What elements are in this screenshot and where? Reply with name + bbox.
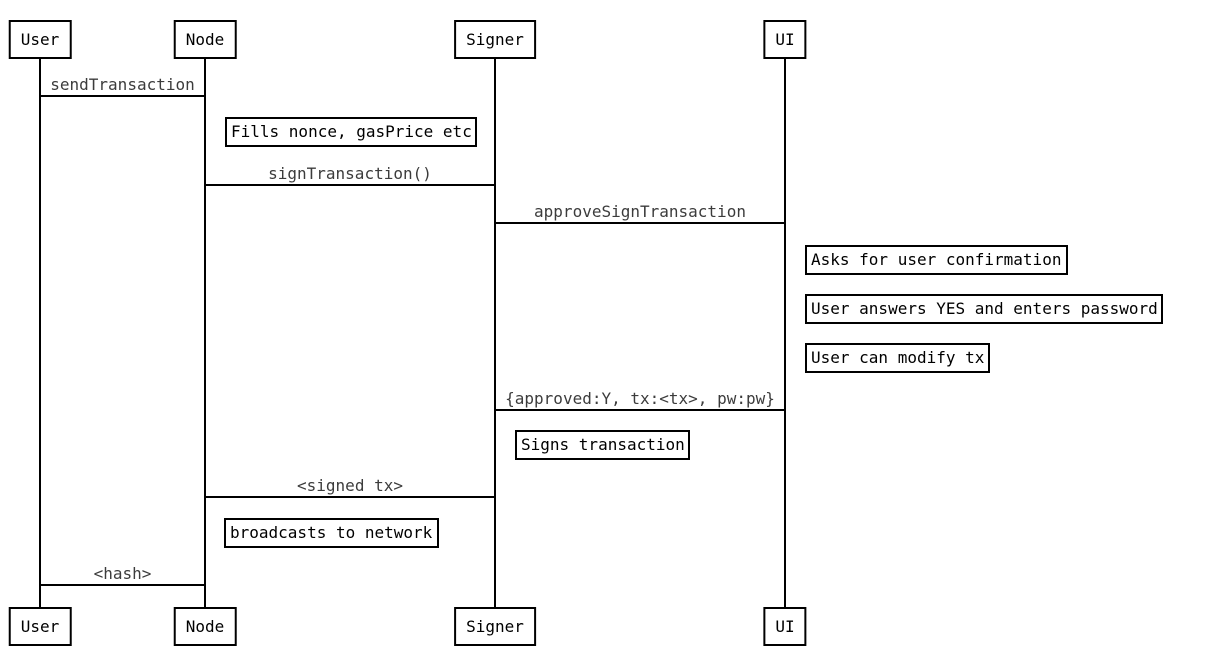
actor-box-node-bottom: Node [173,607,237,646]
actor-box-user-top: User [8,20,72,59]
message-line-hash [40,584,205,586]
actor-box-signer-bottom: Signer [454,607,536,646]
note-box-asks-for-user-confirmation: Asks for user confirmation [805,245,1068,275]
actor-box-node-top: Node [173,20,237,59]
note-box-user-answers-yes-and-enters-password: User answers YES and enters password [805,294,1163,324]
note-box-signs-transaction: Signs transaction [515,430,690,460]
actor-box-signer-top: Signer [454,20,536,59]
actor-box-ui-top: UI [763,20,807,59]
message-label-approvesigntransaction: approveSignTransaction [534,202,746,221]
message-line-sendtransaction [40,95,205,97]
message-label-sendtransaction: sendTransaction [50,75,195,94]
lifeline-user [39,59,41,607]
actor-box-user-bottom: User [8,607,72,646]
note-box-fills-nonce-gasprice-etc: Fills nonce, gasPrice etc [225,117,477,147]
note-box-broadcasts-to-network: broadcasts to network [224,518,439,548]
lifeline-ui [784,59,786,607]
message-label-hash: <hash> [93,564,152,583]
note-box-user-can-modify-tx: User can modify tx [805,343,990,373]
message-line-approvesigntransaction [495,222,785,224]
message-label-signtransaction: signTransaction() [268,164,432,183]
message-label-approved-y-tx-tx-pw-pw: {approved:Y, tx:<tx>, pw:pw} [505,389,775,408]
message-line-approved-y-tx-tx-pw-pw [495,409,785,411]
actor-box-ui-bottom: UI [763,607,807,646]
lifeline-node [204,59,206,607]
message-line-signtransaction [205,184,495,186]
message-line-signed-tx [205,496,495,498]
message-label-signed-tx: <signed tx> [297,476,403,495]
lifeline-signer [494,59,496,607]
